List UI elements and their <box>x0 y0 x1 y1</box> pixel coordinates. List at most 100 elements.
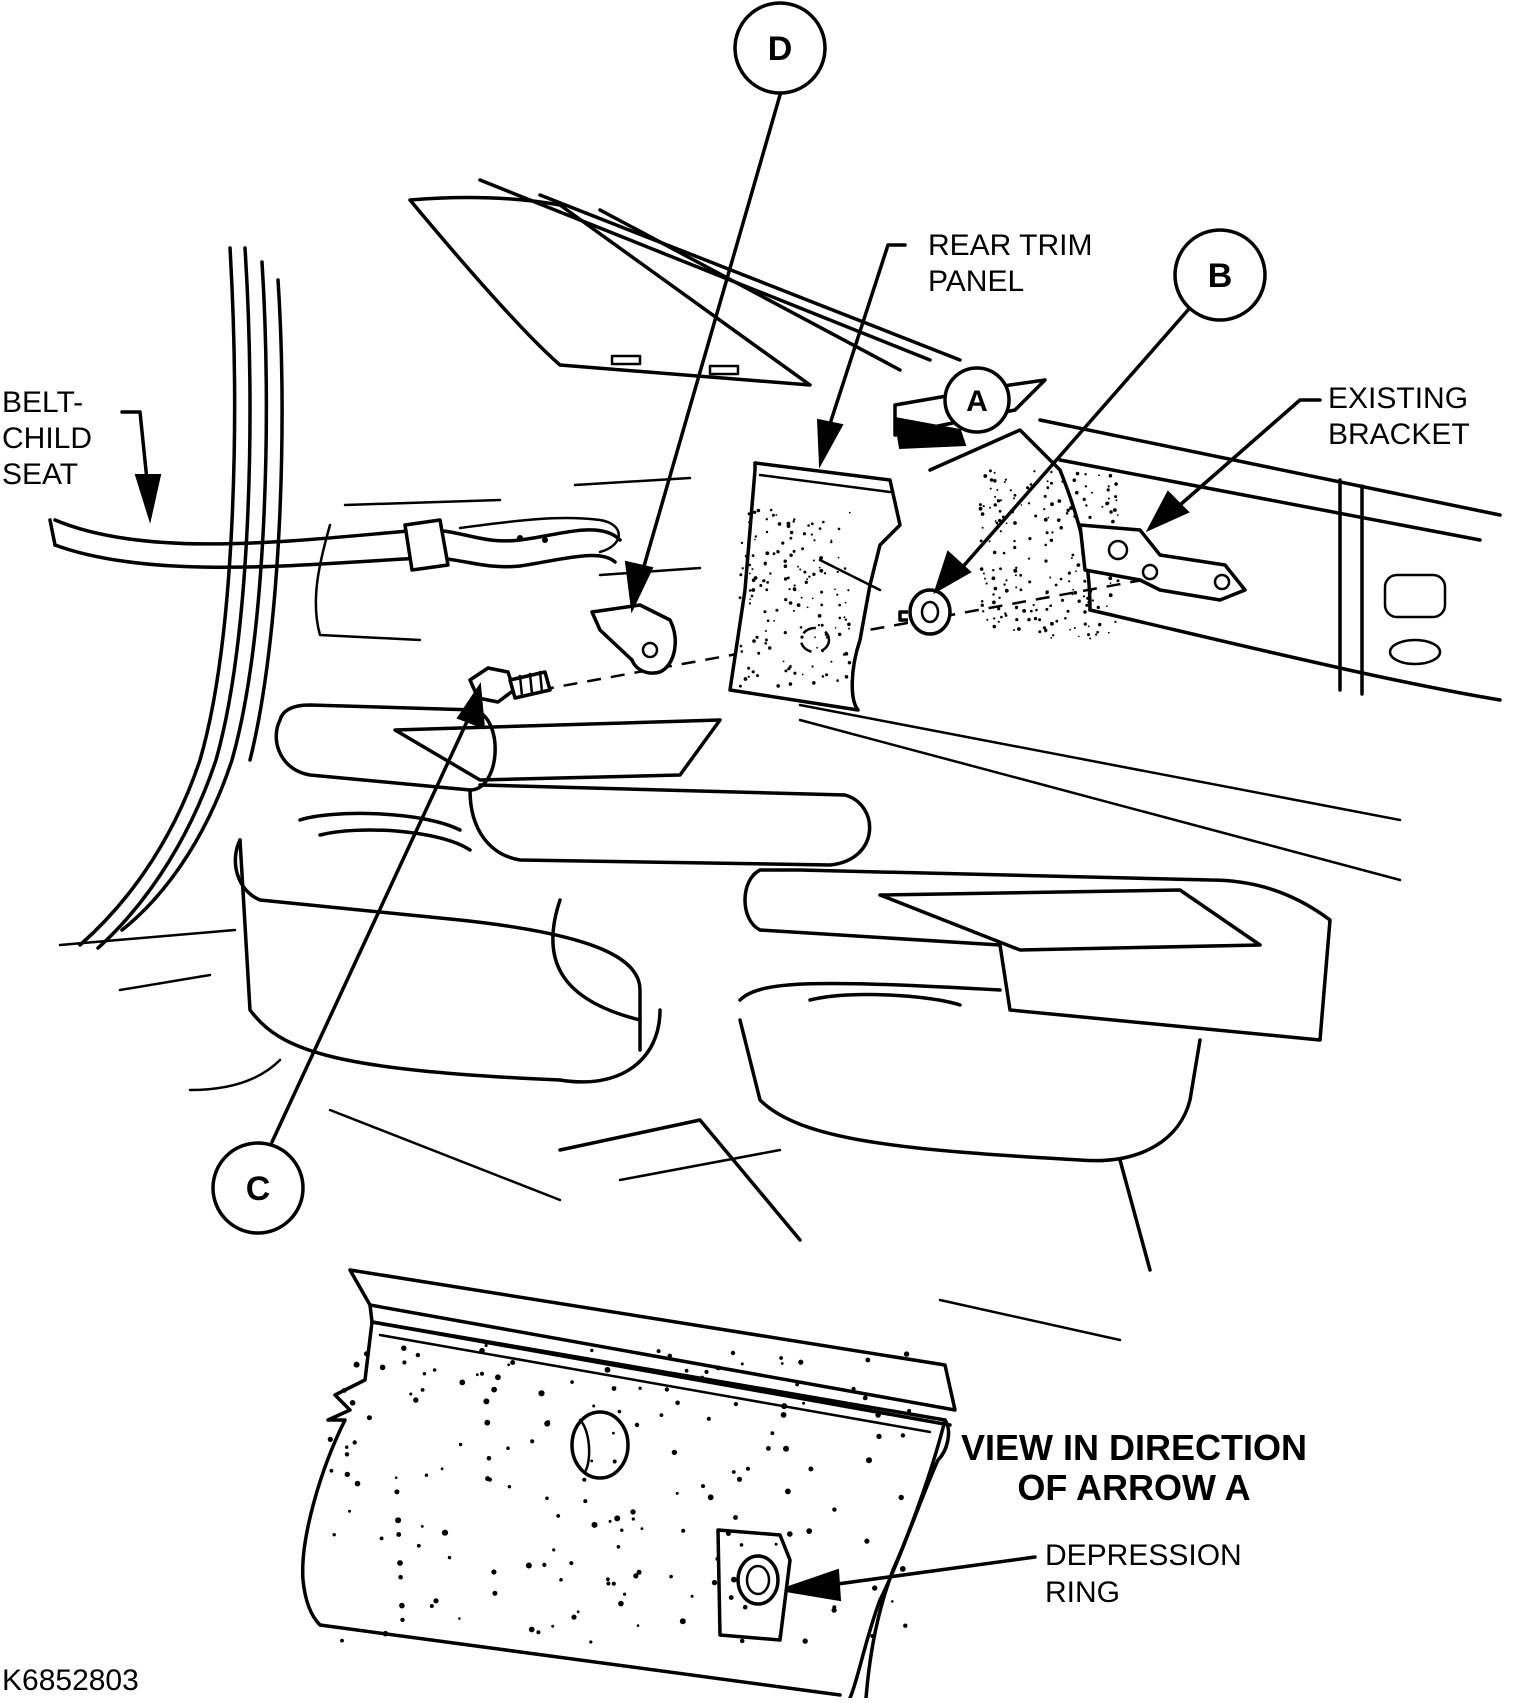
texture-speck <box>739 644 743 648</box>
texture-speck <box>608 1519 612 1523</box>
texture-speck <box>775 608 779 612</box>
texture-speck <box>1054 583 1058 587</box>
texture-speck <box>1029 483 1033 486</box>
texture-speck <box>992 593 995 596</box>
texture-speck <box>784 669 788 673</box>
texture-speck <box>836 593 839 596</box>
texture-speck <box>329 1468 334 1473</box>
texture-speck <box>1106 488 1110 492</box>
callout-d-letter: D <box>768 30 793 68</box>
texture-speck <box>820 603 824 607</box>
texture-speck <box>1047 516 1050 519</box>
label-existing-line1: EXISTING <box>1328 382 1468 415</box>
texture-speck <box>847 661 852 665</box>
texture-speck <box>820 590 824 594</box>
texture-speck <box>982 572 985 575</box>
texture-speck <box>843 567 847 570</box>
texture-speck <box>748 546 751 549</box>
texture-speck <box>766 581 769 584</box>
texture-speck <box>792 609 795 612</box>
texture-speck <box>363 1351 370 1357</box>
texture-speck <box>590 1348 594 1353</box>
texture-speck <box>401 1345 407 1351</box>
texture-speck <box>1108 593 1113 598</box>
texture-speck <box>1017 627 1021 631</box>
texture-speck <box>486 1456 492 1461</box>
texture-speck <box>864 1538 870 1544</box>
texture-speck <box>837 556 840 559</box>
texture-speck <box>763 610 767 614</box>
texture-speck <box>903 1623 908 1628</box>
texture-speck <box>681 1528 686 1533</box>
texture-speck <box>748 538 751 541</box>
texture-speck <box>748 602 752 605</box>
texture-speck <box>780 1412 787 1418</box>
texture-speck <box>803 570 807 574</box>
texture-speck <box>1013 629 1016 631</box>
rear-window <box>408 178 962 387</box>
texture-speck <box>771 513 775 517</box>
texture-speck <box>396 1532 402 1537</box>
texture-speck <box>402 1360 407 1365</box>
texture-speck <box>707 1494 714 1501</box>
texture-speck <box>980 603 984 607</box>
texture-speck <box>765 518 768 521</box>
grommet-b <box>898 588 952 636</box>
texture-speck <box>776 684 780 688</box>
texture-speck <box>834 588 836 591</box>
texture-speck <box>812 1397 816 1401</box>
texture-speck <box>1044 630 1047 633</box>
texture-speck <box>999 530 1002 533</box>
rear-seat-back <box>274 703 1332 1042</box>
texture-speck <box>552 1548 556 1552</box>
texture-speck <box>433 1598 439 1604</box>
texture-speck <box>341 1388 347 1393</box>
texture-speck <box>903 1351 910 1357</box>
texture-speck <box>843 616 846 619</box>
texture-speck <box>747 675 750 678</box>
texture-speck <box>899 1566 906 1572</box>
texture-speck <box>783 631 787 635</box>
texture-speck <box>728 1595 734 1600</box>
texture-speck <box>1075 490 1079 495</box>
texture-speck <box>1083 579 1087 583</box>
texture-speck <box>332 1533 336 1537</box>
texture-speck <box>715 1556 720 1561</box>
texture-speck <box>1015 566 1018 569</box>
texture-speck <box>397 1560 403 1566</box>
texture-speck <box>808 575 811 578</box>
texture-speck <box>978 503 982 507</box>
texture-speck <box>327 1436 333 1442</box>
texture-speck <box>991 576 996 581</box>
texture-speck <box>730 1350 736 1356</box>
texture-speck <box>1073 627 1076 629</box>
bolt-c <box>468 666 552 704</box>
texture-speck <box>848 511 851 514</box>
texture-speck <box>986 618 989 621</box>
texture-speck <box>765 551 770 556</box>
texture-speck <box>349 1400 356 1406</box>
texture-speck <box>1098 622 1102 627</box>
texture-speck <box>788 588 791 591</box>
texture-speck <box>992 550 997 555</box>
texture-speck <box>1078 635 1080 638</box>
texture-speck <box>736 1476 743 1482</box>
texture-speck <box>617 1409 622 1414</box>
texture-speck <box>528 1626 535 1633</box>
texture-speck <box>752 639 756 643</box>
texture-speck <box>379 1536 384 1541</box>
texture-speck <box>866 1457 872 1464</box>
texture-speck <box>1004 614 1008 617</box>
texture-speck <box>836 570 839 574</box>
texture-speck <box>583 1499 588 1504</box>
texture-speck <box>1004 478 1008 481</box>
texture-speck <box>1027 617 1031 622</box>
texture-speck <box>485 1476 491 1482</box>
texture-speck <box>1082 595 1086 598</box>
texture-speck <box>394 1476 398 1479</box>
texture-speck <box>570 1380 574 1384</box>
texture-speck <box>812 572 816 576</box>
texture-speck <box>834 627 837 629</box>
